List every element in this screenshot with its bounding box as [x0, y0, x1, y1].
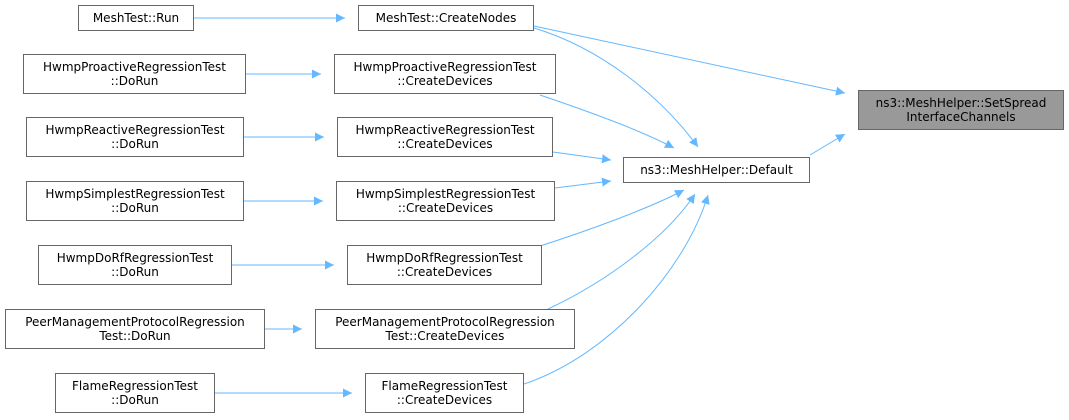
- node-hwmpreactive-dorun[interactable]: HwmpReactiveRegressionTest ::DoRun: [26, 117, 244, 157]
- node-label-line2: ::DoRun: [111, 201, 159, 215]
- node-label-line1: HwmpReactiveRegressionTest: [355, 123, 535, 137]
- node-label-line2: ::DoRun: [110, 74, 159, 88]
- node-peermanagement-createdevices[interactable]: PeerManagementProtocolRegression Test::C…: [315, 309, 575, 349]
- node-meshhelper-default[interactable]: ns3::MeshHelper::Default: [623, 157, 810, 183]
- node-hwmpsimplest-createdevices[interactable]: HwmpSimplestRegressionTest ::CreateDevic…: [336, 181, 555, 221]
- node-label-line2: ::DoRun: [111, 265, 159, 279]
- node-label-line2: Test::CreateDevices: [385, 329, 505, 343]
- node-label-line1: FlameRegressionTest: [72, 379, 198, 393]
- node-label-line2: ::CreateDevices: [397, 137, 493, 151]
- node-label-line2: ::CreateDevices: [396, 265, 493, 279]
- node-label-line2: InterfaceChannels: [906, 110, 1016, 124]
- edge-peer_cd-to-default: [547, 193, 696, 310]
- node-hwmpdorf-createdevices[interactable]: HwmpDoRfRegressionTest ::CreateDevices: [347, 245, 542, 285]
- edge-reactive_cd-to-default: [552, 151, 612, 164]
- edge-createnodes-to-target: [533, 25, 846, 96]
- node-label-line2: Test::DoRun: [99, 329, 171, 343]
- node-hwmpsimplest-dorun[interactable]: HwmpSimplestRegressionTest ::DoRun: [26, 181, 244, 221]
- edge-createnodes-to-default: [533, 27, 699, 148]
- edge-default-to-target: [809, 133, 846, 156]
- node-label-line1: ns3::MeshHelper::SetSpread: [875, 96, 1047, 110]
- node-label-line1: PeerManagementProtocolRegression: [335, 315, 555, 329]
- node-label-line1: HwmpSimplestRegressionTest: [45, 187, 225, 201]
- node-label-line1: MeshTest::CreateNodes: [375, 11, 517, 25]
- node-meshtest-createnodes[interactable]: MeshTest::CreateNodes: [358, 5, 534, 31]
- edge-simplest_cd-to-default: [554, 177, 612, 189]
- edge-dorf_cd-to-default: [539, 189, 685, 247]
- node-flame-dorun[interactable]: FlameRegressionTest ::DoRun: [55, 373, 215, 413]
- node-label-line1: HwmpProactiveRegressionTest: [43, 60, 226, 74]
- node-label-line1: MeshTest::Run: [92, 11, 180, 25]
- node-label-line2: ::DoRun: [111, 137, 159, 151]
- node-label-line1: HwmpDoRfRegressionTest: [56, 251, 214, 265]
- node-label-line2: ::CreateDevices: [397, 201, 494, 215]
- node-label-line1: FlameRegressionTest: [381, 379, 508, 393]
- node-peermanagement-dorun[interactable]: PeerManagementProtocolRegression Test::D…: [5, 309, 265, 349]
- node-hwmpproactive-dorun[interactable]: HwmpProactiveRegressionTest ::DoRun: [23, 54, 246, 94]
- node-meshhelper-setspreadinterfacechannels: ns3::MeshHelper::SetSpread InterfaceChan…: [858, 90, 1064, 130]
- node-hwmpreactive-createdevices[interactable]: HwmpReactiveRegressionTest ::CreateDevic…: [337, 117, 553, 157]
- node-label-line1: ns3::MeshHelper::Default: [640, 163, 793, 177]
- node-hwmpproactive-createdevices[interactable]: HwmpProactiveRegressionTest ::CreateDevi…: [334, 54, 556, 94]
- node-label-line1: HwmpProactiveRegressionTest: [353, 60, 537, 74]
- node-hwmpdorf-dorun[interactable]: HwmpDoRfRegressionTest ::DoRun: [38, 245, 232, 285]
- node-label-line2: ::DoRun: [111, 393, 159, 407]
- edge-flame_cd-to-default: [523, 194, 710, 385]
- node-label-line1: HwmpSimplestRegressionTest: [355, 187, 536, 201]
- edge-proactive_cd-to-default: [539, 94, 675, 149]
- node-label-line2: ::CreateDevices: [397, 74, 493, 88]
- node-label-line1: HwmpDoRfRegressionTest: [366, 251, 523, 265]
- node-label-line2: ::CreateDevices: [396, 393, 493, 407]
- node-label-line1: HwmpReactiveRegressionTest: [45, 123, 225, 137]
- node-meshtest-run[interactable]: MeshTest::Run: [78, 5, 194, 31]
- node-flame-createdevices[interactable]: FlameRegressionTest ::CreateDevices: [365, 373, 524, 413]
- node-label-line1: PeerManagementProtocolRegression: [25, 315, 245, 329]
